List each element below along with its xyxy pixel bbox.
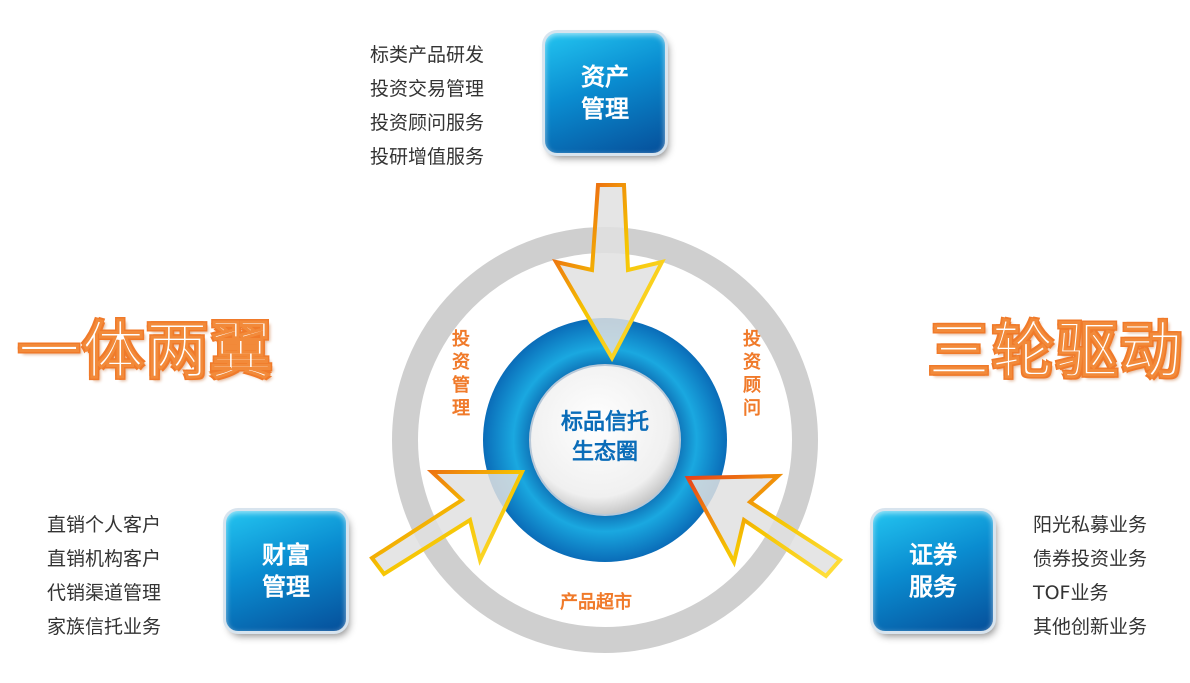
box-label: 证券 — [909, 541, 957, 569]
ring-label-bottom: 产品超市 — [560, 592, 632, 613]
center-line1: 标品信托 — [560, 410, 649, 435]
center-circle — [529, 364, 681, 516]
center-line2: 生态圈 — [571, 440, 638, 465]
box-securities-services[interactable]: 证券 服务 — [873, 511, 993, 631]
center-label: 标品信托 生态圈 — [540, 408, 670, 468]
list-item: TOF业务 — [1033, 582, 1109, 604]
list-securities-services: 阳光私募业务 债券投资业务 TOF业务 其他创新业务 — [1033, 508, 1147, 644]
list-item: 直销机构客户 — [47, 548, 162, 570]
list-asset-management: 标类产品研发 投资交易管理 投资顾问服务 投研增值服务 — [370, 38, 484, 174]
list-item: 标类产品研发 — [370, 44, 485, 66]
list-item: 其他创新业务 — [1033, 616, 1148, 638]
box-wealth-management[interactable]: 财富 管理 — [226, 511, 346, 631]
title-right: 三轮驱动 — [927, 314, 1185, 388]
list-wealth-management: 直销个人客户 直销机构客户 代销渠道管理 家族信托业务 — [47, 508, 161, 644]
arrow-right-in-icon — [684, 473, 844, 579]
arrow-down-icon — [551, 183, 666, 363]
box-label: 财富 — [262, 541, 310, 569]
list-item: 阳光私募业务 — [1033, 514, 1148, 536]
box-label: 服务 — [909, 573, 957, 601]
list-item: 家族信托业务 — [47, 616, 162, 638]
box-label: 管理 — [262, 573, 310, 601]
list-item: 直销个人客户 — [47, 514, 162, 536]
box-label: 资产 — [581, 63, 629, 91]
list-item: 投资顾问服务 — [370, 112, 485, 134]
list-item: 代销渠道管理 — [47, 582, 162, 604]
arrow-left-in-icon — [369, 470, 526, 577]
ring-label-right: 投资顾问 — [743, 329, 761, 419]
list-item: 债券投资业务 — [1033, 548, 1148, 570]
ring-label-left: 投资管理 — [452, 329, 470, 419]
list-item: 投资交易管理 — [370, 78, 485, 100]
title-left: 一体两翼 — [17, 314, 275, 388]
box-asset-management[interactable]: 资产 管理 — [545, 33, 665, 153]
box-label: 管理 — [581, 95, 629, 123]
list-item: 投研增值服务 — [370, 146, 485, 168]
